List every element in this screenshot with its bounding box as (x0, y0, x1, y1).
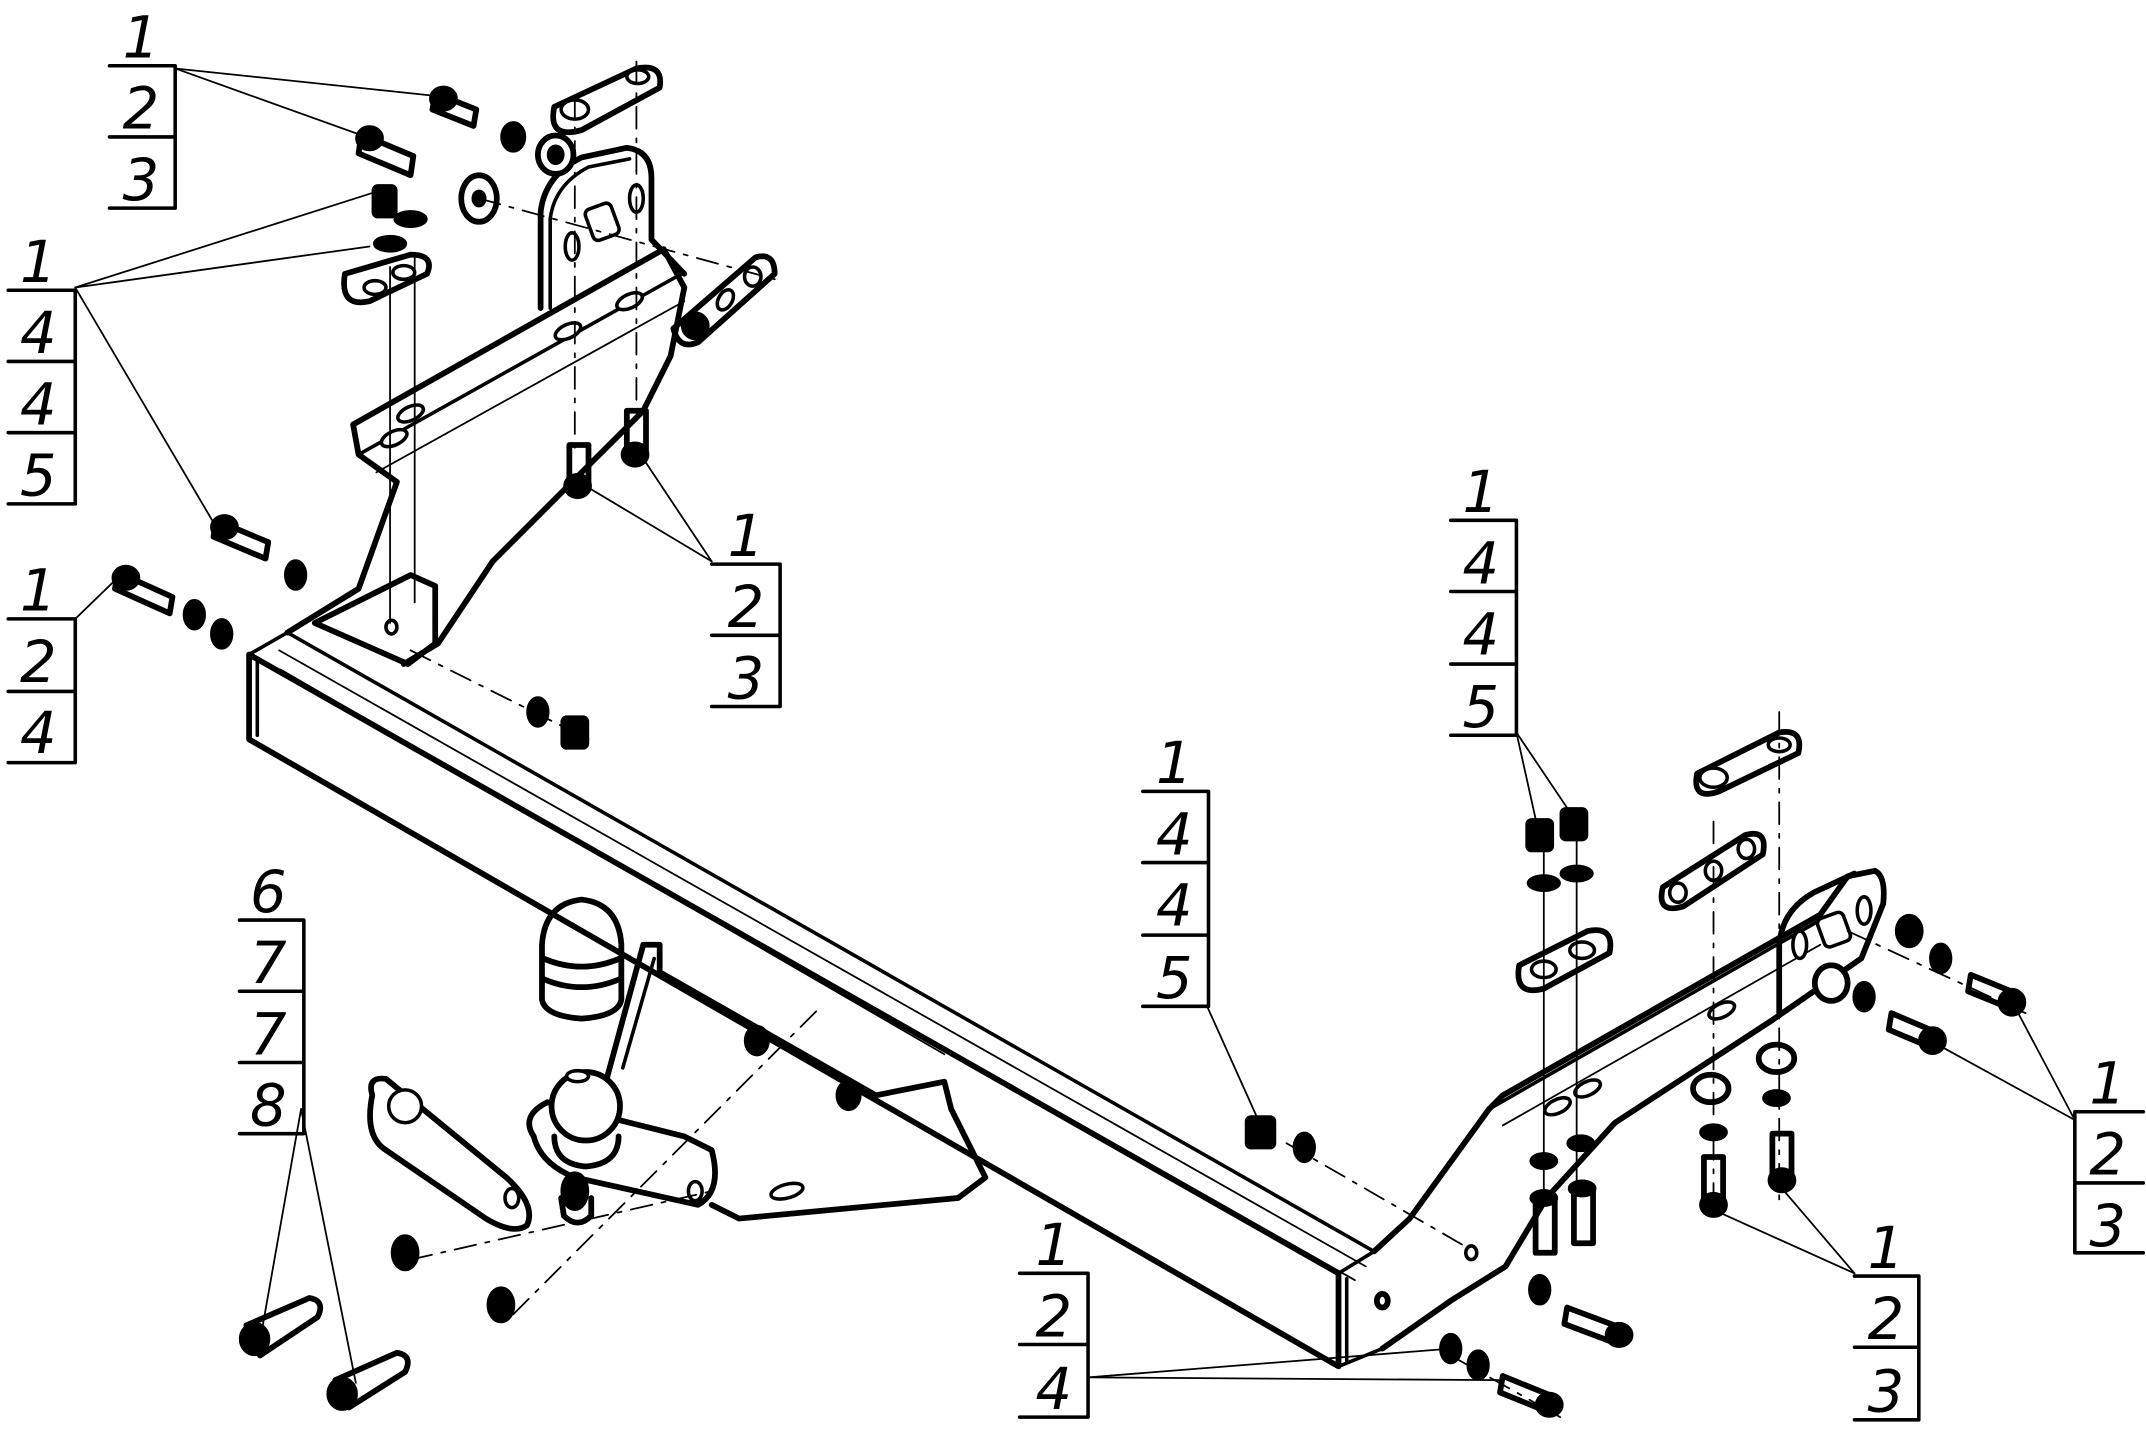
callout-label: 6 (250, 859, 287, 926)
callout-label: 7 (250, 930, 287, 997)
callout-label: 4 (20, 300, 57, 367)
ball-cover-cap (539, 896, 625, 1022)
callout-label: 2 (728, 574, 765, 641)
callout-label: 1 (1156, 730, 1193, 797)
fasteners (111, 85, 2027, 1418)
cross-beam (246, 630, 1391, 1370)
callout-label: 5 (1463, 674, 1500, 741)
callout-label: 1 (1036, 1212, 1073, 1279)
callout-label: 4 (1463, 530, 1500, 597)
callout-label: 5 (1156, 945, 1193, 1012)
callout-label: 4 (20, 371, 57, 438)
callout-label: 3 (728, 645, 765, 712)
tow-ball (548, 1068, 623, 1170)
callout-label: 1 (123, 4, 160, 71)
callout-label: 1 (1463, 459, 1500, 526)
ball-mount (526, 941, 989, 1226)
callout-label: 5 (20, 443, 57, 510)
callout-label: 1 (2089, 1051, 2126, 1118)
callout-left-middle: 1 2 4 (6, 558, 78, 767)
callout-label: 3 (1868, 1359, 1905, 1426)
callout-label: 1 (20, 229, 57, 296)
callout-label: 4 (20, 700, 57, 767)
callout-right-upper: 1 4 4 5 (1448, 459, 1519, 741)
callout-right: 1 2 3 (2073, 1051, 2146, 1260)
callout-label: 1 (20, 558, 57, 625)
callout-label: 3 (123, 147, 160, 214)
callout-center-upper: 1 2 3 (709, 503, 782, 712)
callout-label: 4 (1156, 801, 1193, 868)
callout-left-lower: 6 7 7 8 (237, 859, 306, 1139)
callout-center-mid: 1 4 4 5 (1141, 730, 1211, 1012)
callout-label: 4 (1463, 601, 1500, 668)
callout-top-left: 1 2 3 (107, 4, 177, 214)
callout-label: 1 (1868, 1215, 1905, 1282)
callout-label: 2 (1036, 1283, 1073, 1350)
leader-lines (74, 67, 2076, 1384)
callout-label: 2 (123, 76, 160, 143)
assembly-center-lines (389, 60, 2027, 1418)
callout-label: 3 (2089, 1193, 2126, 1260)
callout-label: 4 (1156, 873, 1193, 940)
top-clamp-plate-left (534, 64, 664, 177)
socket-plate (367, 1075, 533, 1232)
callout-bottom-right: 1 2 3 (1852, 1215, 1921, 1426)
callout-label: 7 (250, 1001, 287, 1068)
callout-bottom-center: 1 2 4 (1017, 1212, 1090, 1423)
left-strap-plate (670, 253, 778, 348)
callout-left-upper: 1 4 4 5 (6, 229, 78, 510)
callout-label: 2 (2089, 1122, 2126, 1189)
left-side-bracket (284, 144, 688, 667)
callout-label: 4 (1036, 1356, 1073, 1423)
callout-label: 2 (1868, 1286, 1905, 1353)
callout-label: 2 (20, 629, 57, 696)
callout-label: 1 (728, 503, 765, 570)
right-side-bracket (1371, 867, 1887, 1352)
callout-label: 8 (250, 1072, 287, 1139)
